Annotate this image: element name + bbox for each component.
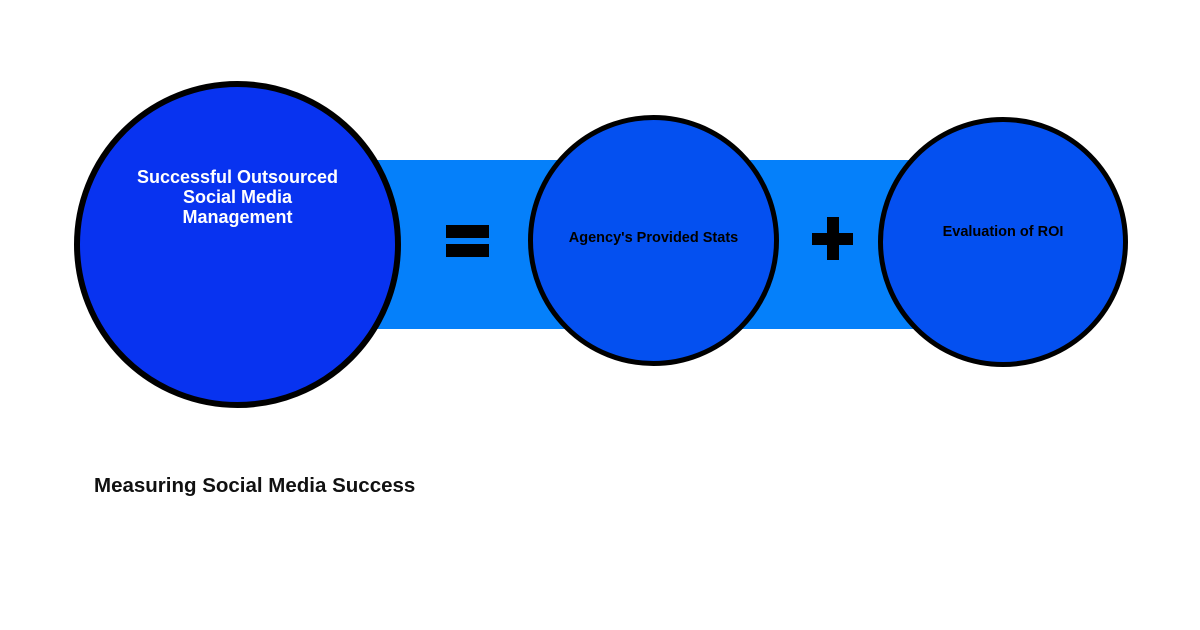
- diagram-title: Measuring Social Media Success: [94, 474, 416, 497]
- equals-icon: [446, 225, 489, 257]
- result-circle: Successful Outsourced Social Media Manag…: [74, 81, 401, 408]
- plus-icon: [812, 217, 853, 260]
- operand-stats-label: Agency's Provided Stats: [568, 230, 739, 246]
- operand-circle-roi: Evaluation of ROI: [878, 117, 1128, 367]
- result-label-line-2: Social Media: [182, 187, 293, 207]
- result-circle-label: Successful Outsourced Social Media Manag…: [80, 167, 395, 227]
- operand-roi-label: Evaluation of ROI: [942, 224, 1064, 240]
- operand-circle-stats: Agency's Provided Stats: [528, 115, 779, 366]
- result-label-line-3: Management: [182, 207, 293, 227]
- result-label-line-1: Successful Outsourced: [136, 167, 339, 187]
